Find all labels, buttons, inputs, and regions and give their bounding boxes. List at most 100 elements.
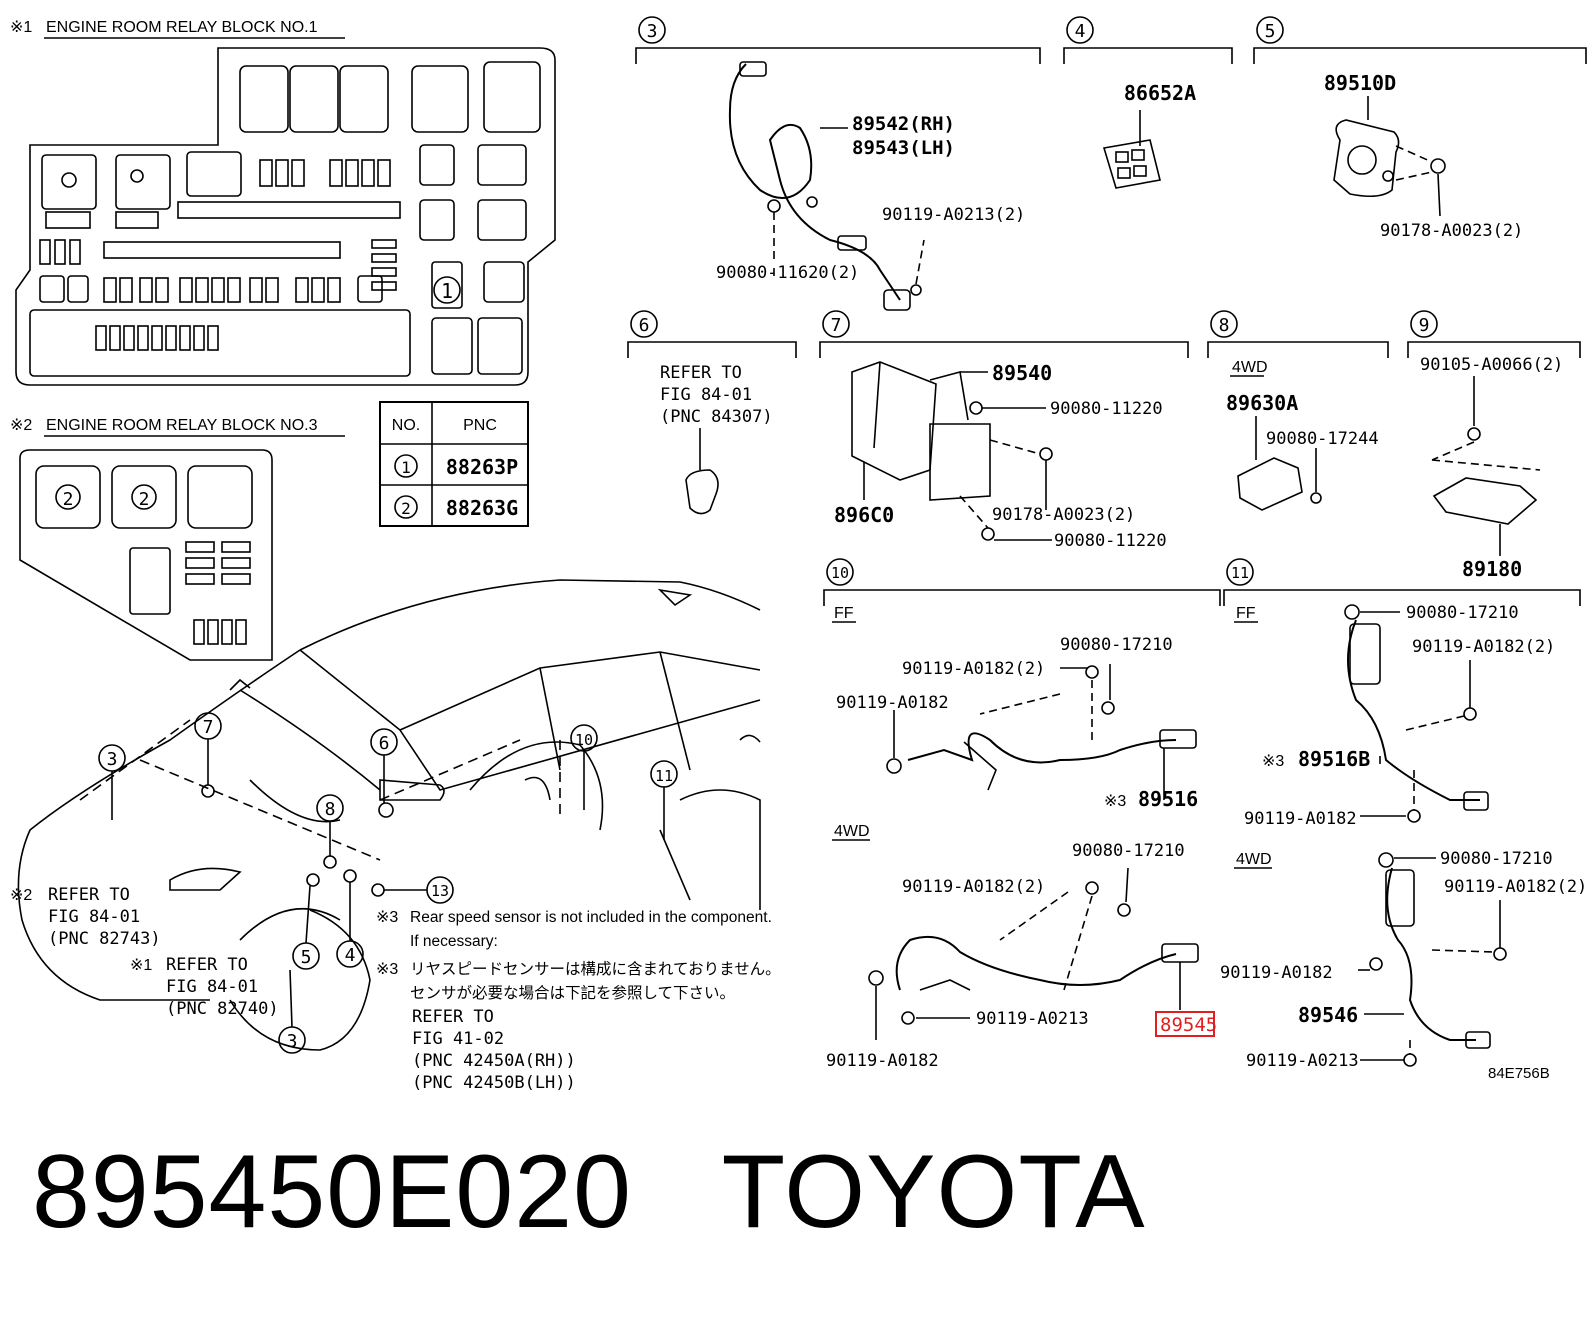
- section-11-awd-part-90119: 90119-A0182: [1220, 963, 1333, 983]
- relay-block-3-title: ENGINE ROOM RELAY BLOCK NO.3: [46, 417, 318, 434]
- section-11-ff-label: FF: [1236, 605, 1256, 622]
- vehicle-callout-13: 13: [431, 882, 449, 900]
- section-5-number: 5: [1265, 21, 1276, 42]
- section-10-ff-part-90080: 90080-17210: [1060, 635, 1173, 655]
- note-en-line-2: If necessary:: [410, 933, 498, 950]
- section-10-awd-part-90080: 90080-17210: [1072, 841, 1185, 861]
- section-11-ff-part-90119-2: 90119-A0182(2): [1412, 637, 1555, 657]
- section-9-part-89180: 89180: [1462, 557, 1522, 581]
- section-7-part-90080-a: 90080-11220: [1050, 399, 1163, 419]
- section-11-awd-part-90080: 90080-17210: [1440, 849, 1553, 869]
- section-10-awd-label: 4WD: [834, 823, 870, 840]
- section-11-number: 11: [1231, 564, 1249, 582]
- note-mark-2: ※3: [376, 961, 398, 978]
- relay-block-1-mark: ※1: [10, 19, 32, 36]
- vehicle-callout-10: 10: [575, 731, 593, 749]
- pnc-table: NO. PNC 1 88263P 2 88263G: [379, 401, 529, 527]
- section-5-part-90178: 90178-A0023(2): [1380, 221, 1523, 241]
- pnc-table-row-1-pnc: 88263P: [446, 455, 518, 479]
- ref-82740-line-3: (PNC 82740): [166, 999, 279, 1019]
- ref-82743-line-1: REFER TO: [48, 885, 130, 905]
- relay-block-1-title: ENGINE ROOM RELAY BLOCK NO.1: [46, 19, 318, 36]
- section-9: 9 90105-A0066(2) 89180: [1407, 310, 1581, 581]
- section-3-part-90119: 90119-A0213(2): [882, 205, 1025, 225]
- pnc-table-row-1-no: 1: [401, 458, 411, 477]
- section-10-awd-part-90119-2: 90119-A0182(2): [902, 877, 1045, 897]
- ref-82743-mark: ※2: [10, 887, 32, 904]
- section-10-awd-part-89545: 89545: [1160, 1014, 1217, 1036]
- section-6-number: 6: [639, 315, 650, 336]
- pnc-table-header-pnc: PNC: [463, 417, 497, 434]
- section-3-part-89542: 89542(RH): [852, 113, 955, 135]
- vehicle-illustration: 7 3 6 10 11 8 5 4 3 13: [17, 579, 761, 1054]
- footer-caption: 895450E020 TOYOTA: [32, 1140, 1146, 1244]
- footer-brand: TOYOTA: [721, 1134, 1146, 1250]
- section-5-part-89510D: 89510D: [1324, 71, 1396, 95]
- section-7-part-90080-b: 90080-11220: [1054, 531, 1167, 551]
- section-7-part-896C0: 896C0: [834, 503, 894, 527]
- section-10: 10 FF 90080-17210 90119-A0182(2) 90119-A…: [823, 558, 1221, 1071]
- section-11-awd-part-90119-A0213: 90119-A0213: [1246, 1051, 1359, 1071]
- section-10-ff-part-89516: 89516: [1138, 787, 1198, 811]
- section-7-number: 7: [831, 315, 842, 336]
- vehicle-callout-3a: 3: [107, 749, 118, 770]
- section-11-ff-mark: ※3: [1262, 753, 1284, 770]
- section-10-number: 10: [831, 564, 849, 582]
- relay-block-3-callout-2: 2: [139, 489, 150, 510]
- section-8: 8 4WD 89630A 90080-17244: [1207, 310, 1389, 511]
- section-7-part-89540: 89540: [992, 361, 1052, 385]
- relay-block-3-callout-1: 2: [63, 489, 74, 510]
- ref-82743-line-3: (PNC 82743): [48, 929, 161, 949]
- section-8-part-89630A: 89630A: [1226, 391, 1298, 415]
- section-6-refer-3: (PNC 84307): [660, 407, 773, 427]
- section-4-part-86652A: 86652A: [1124, 81, 1196, 105]
- highlight-box: [1155, 1011, 1215, 1037]
- ref-82743-line-2: FIG 84-01: [48, 907, 140, 927]
- ref-82740-mark: ※1: [130, 957, 152, 974]
- section-10-ff-part-90119-2: 90119-A0182(2): [902, 659, 1045, 679]
- section-11-ff-part-90080: 90080-17210: [1406, 603, 1519, 623]
- vehicle-callout-4: 4: [345, 945, 356, 966]
- section-7: 7 89540 90080-11220 896C0 90178-A0023(2)…: [819, 310, 1189, 551]
- section-8-number: 8: [1219, 315, 1230, 336]
- section-11-awd-label: 4WD: [1236, 851, 1272, 868]
- note-refer-line-4: (PNC 42450B(LH)): [412, 1073, 576, 1093]
- section-11-ff-part-89516B: 89516B: [1298, 747, 1370, 771]
- relay-block-1-callout: 1: [441, 279, 453, 303]
- relay-block-3-mark: ※2: [10, 417, 32, 434]
- pnc-table-header-no: NO.: [392, 417, 420, 434]
- ref-82740-line-2: FIG 84-01: [166, 977, 258, 997]
- vehicle-callout-3b: 3: [287, 1031, 298, 1052]
- section-3: 3 89542(RH) 89543(LH) 90119-A0213(2) 900…: [635, 16, 1041, 311]
- section-10-ff-mark: ※3: [1104, 793, 1126, 810]
- section-11-ff-part-90119: 90119-A0182: [1244, 809, 1357, 829]
- relay-block-1: ※1 ENGINE ROOM RELAY BLOCK NO.1 1: [10, 19, 556, 386]
- section-9-number: 9: [1419, 315, 1430, 336]
- pnc-table-row-2-pnc: 88263G: [446, 496, 518, 520]
- section-3-part-89543: 89543(LH): [852, 137, 955, 159]
- vehicle-callout-5: 5: [301, 947, 312, 968]
- section-11-awd-part-89546: 89546: [1298, 1003, 1358, 1027]
- drawing-code: 84E756B: [1488, 1065, 1550, 1082]
- section-11: 11 FF 90080-17210 90119-A0182(2) ※3 8951…: [1220, 558, 1587, 1071]
- note-mark-1: ※3: [376, 909, 398, 926]
- note-refer-line-1: REFER TO: [412, 1007, 494, 1027]
- vehicle-callout-6: 6: [379, 733, 390, 754]
- relay-block-3: ※2 ENGINE ROOM RELAY BLOCK NO.3 2 2: [10, 417, 345, 661]
- section-3-part-90080: 90080-11620(2): [716, 263, 859, 283]
- section-6: 6 REFER TO FIG 84-01 (PNC 84307): [627, 310, 797, 515]
- vehicle-callout-11: 11: [655, 767, 673, 785]
- section-10-ff-part-90119: 90119-A0182: [836, 693, 949, 713]
- section-4-number: 4: [1075, 21, 1086, 42]
- note-refer-line-2: FIG 41-02: [412, 1029, 504, 1049]
- section-8-part-90080: 90080-17244: [1266, 429, 1379, 449]
- section-9-part-90105: 90105-A0066(2): [1420, 355, 1563, 375]
- section-10-awd-part-90119-A0213: 90119-A0213: [976, 1009, 1089, 1029]
- vehicle-callout-8: 8: [325, 799, 336, 820]
- note-refer-line-3: (PNC 42450A(RH)): [412, 1051, 576, 1071]
- section-6-refer-2: FIG 84-01: [660, 385, 752, 405]
- section-4: 4 86652A: [1063, 16, 1233, 189]
- note-en-line-1: Rear speed sensor is not included in the…: [410, 909, 772, 926]
- section-8-variant: 4WD: [1232, 359, 1268, 376]
- pnc-table-row-2-no: 2: [401, 499, 411, 518]
